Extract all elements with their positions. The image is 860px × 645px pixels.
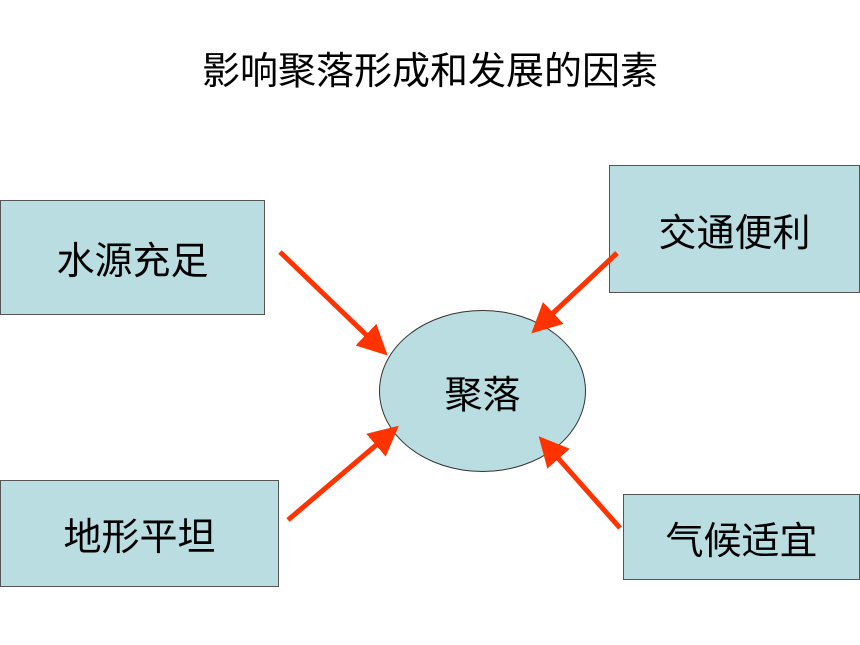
settlement-ellipse: 聚落 [379, 310, 586, 472]
factor-label-climate: 气候适宜 [665, 518, 818, 563]
settlement-label: 聚落 [444, 372, 521, 417]
factor-label-terrain: 地形平坦 [63, 515, 216, 559]
arrow-transport [531, 251, 619, 334]
factor-label-transport: 交通便利 [658, 210, 811, 255]
arrow-terrain [286, 425, 399, 522]
diagram-title: 影响聚落形成和发展的因素 [201, 49, 658, 93]
factor-box-terrain: 地形平坦 [0, 480, 279, 587]
factor-box-water: 水源充足 [0, 200, 265, 315]
arrow-water [278, 250, 388, 356]
factor-box-climate: 气候适宜 [623, 494, 860, 580]
arrow-climate [538, 436, 622, 530]
factor-label-water: 水源充足 [56, 239, 209, 283]
